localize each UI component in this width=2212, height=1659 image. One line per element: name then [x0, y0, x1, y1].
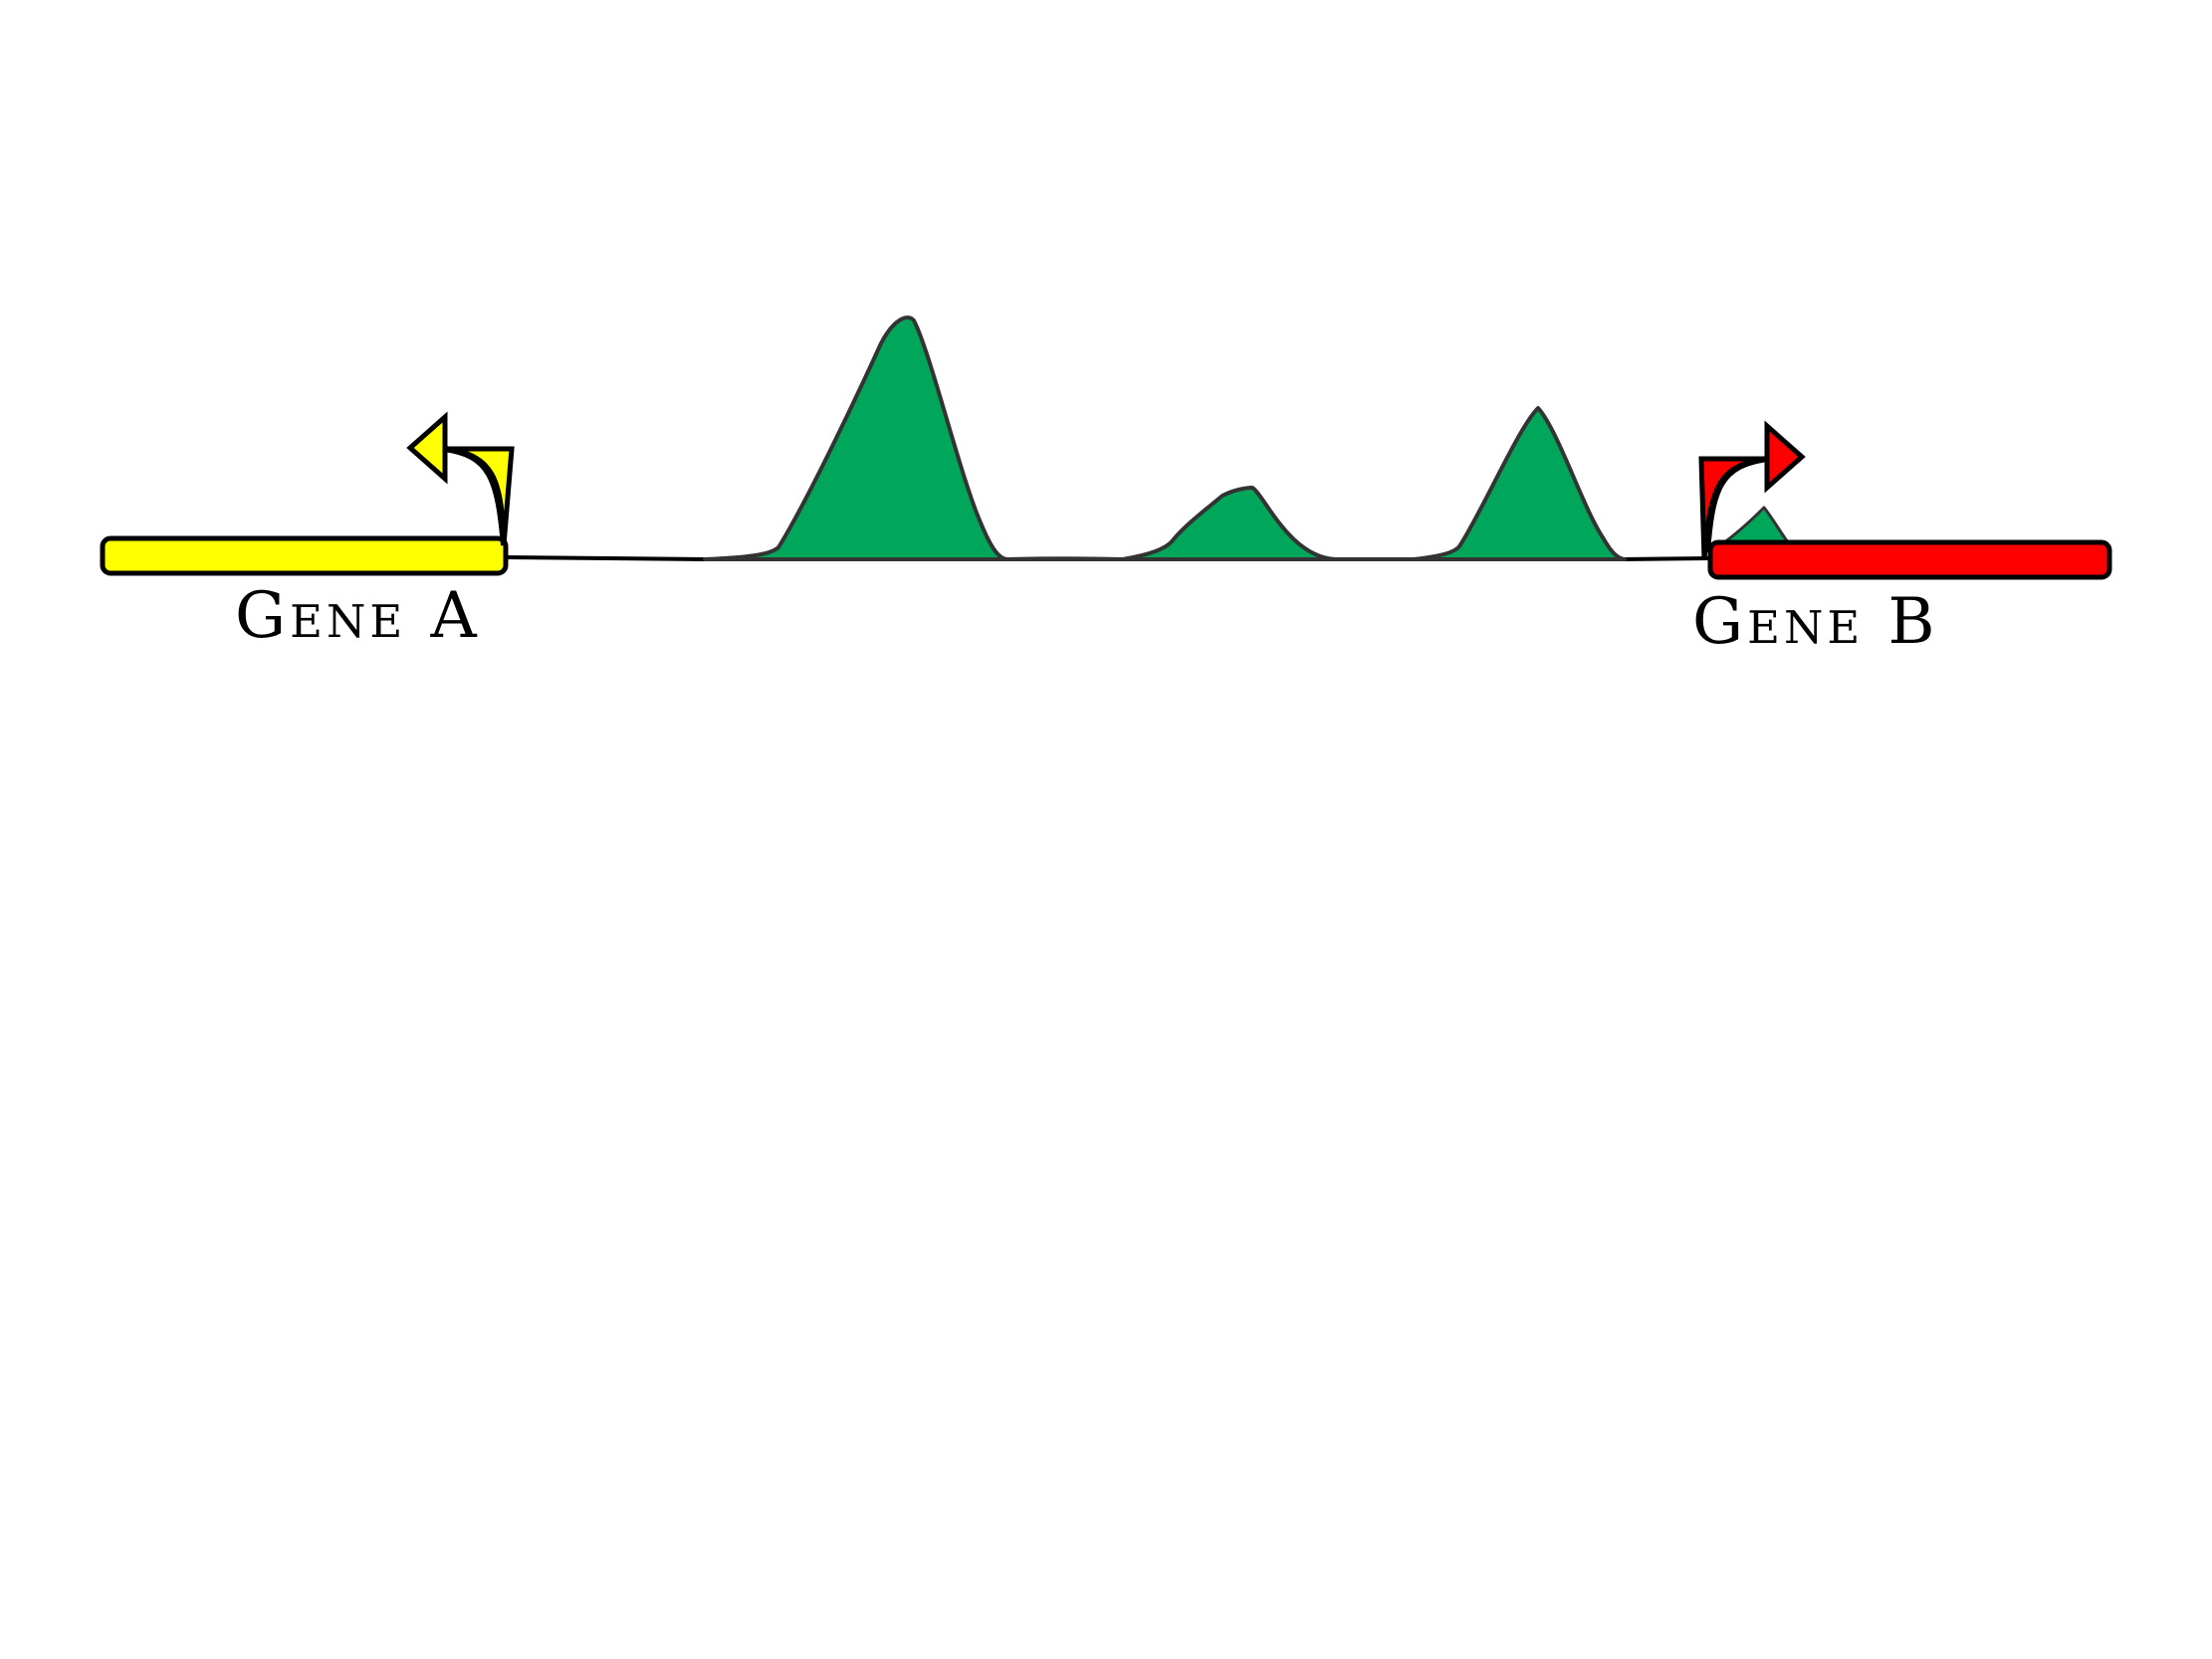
baseline-left: [502, 555, 706, 561]
signal-track: [703, 315, 1627, 561]
gene-b-promoter-arrow-icon: [1698, 420, 1806, 560]
gene-a-label: Gene A: [235, 579, 481, 653]
signal-bump-gene-b: [1718, 506, 1790, 547]
gene-a-bar: [100, 535, 509, 576]
baseline-right: [1620, 556, 1711, 561]
gene-b-label: Gene B: [1692, 585, 1939, 659]
gene-b-bar: [1707, 539, 2112, 580]
gene-a-promoter-arrow-icon: [406, 411, 515, 546]
